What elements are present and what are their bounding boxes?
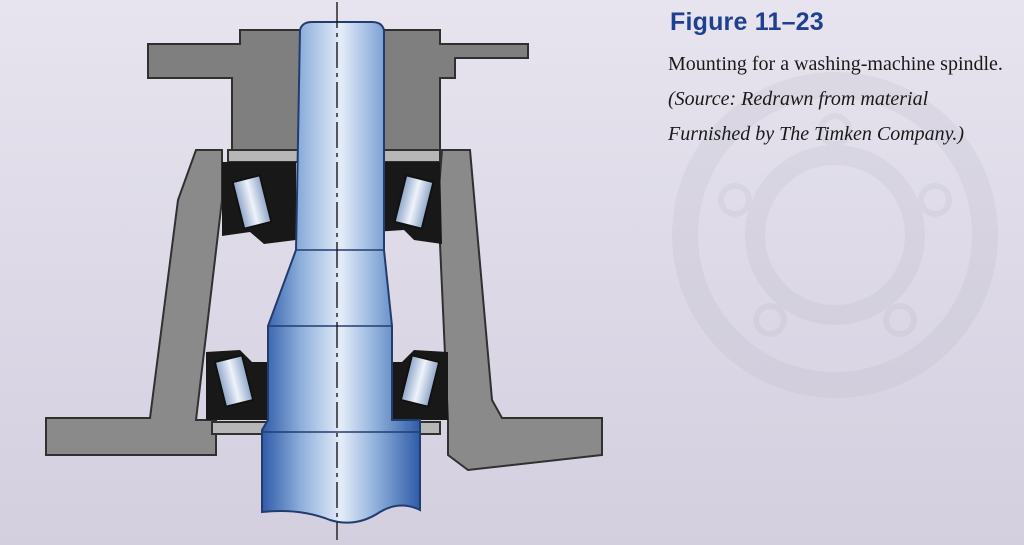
left-housing [45, 149, 223, 456]
caption-source: (Source: Redrawn from material Furnished… [668, 88, 965, 145]
lower-left-roller [213, 354, 255, 408]
figure-caption: Figure 11–23 Mounting for a washing-mach… [668, 8, 1008, 152]
upper-left-roller [231, 174, 273, 230]
spindle-shaft [261, 21, 421, 524]
lower-right-roller [399, 354, 441, 408]
caption-body: Mounting for a washing-machine spindle. … [668, 47, 1008, 152]
caption-main: Mounting for a washing-machine spindle. [668, 53, 1003, 75]
right-housing [436, 149, 603, 472]
upper-right-roller [393, 174, 435, 230]
figure-title: Figure 11–23 [670, 8, 824, 36]
show-through-bearing-ring [672, 72, 998, 398]
washing-machine-spindle-drawing [45, 2, 603, 540]
